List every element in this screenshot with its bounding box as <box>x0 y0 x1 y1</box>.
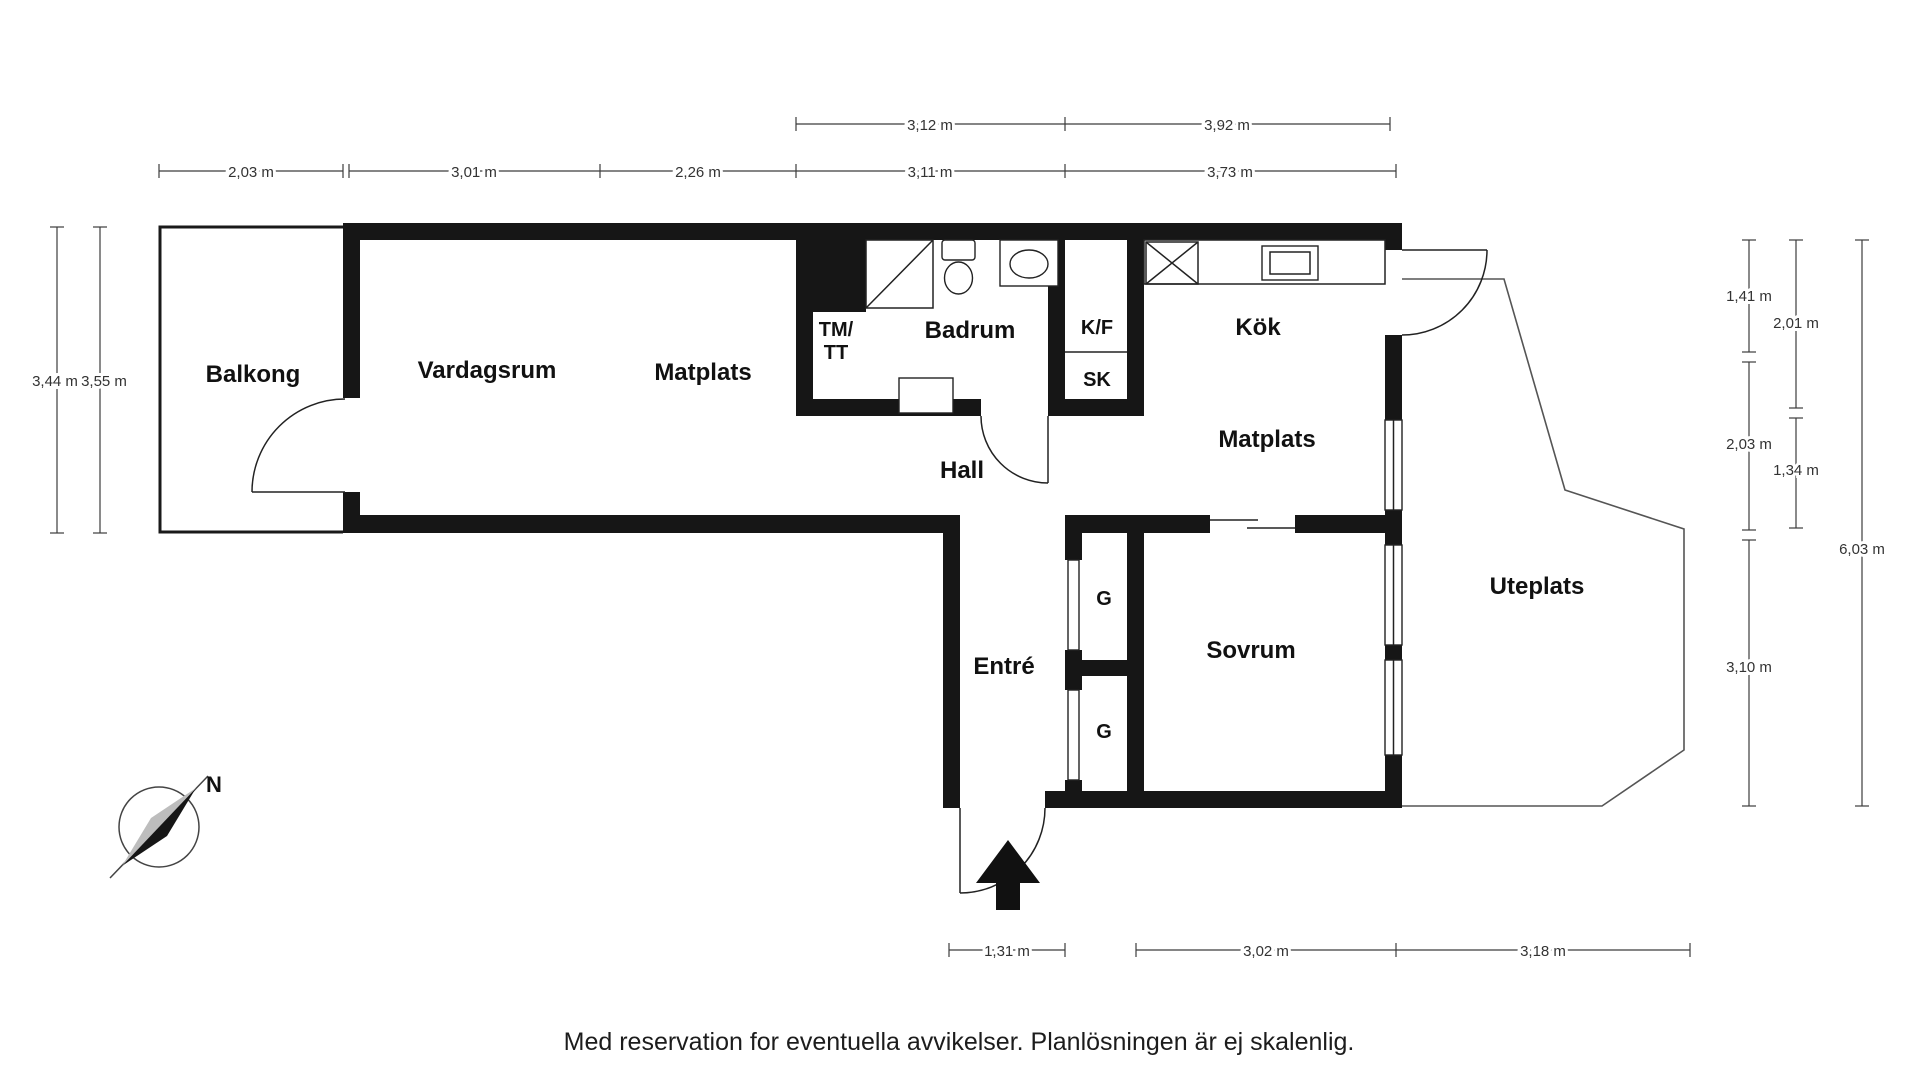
dim-label: 2,03 m <box>228 164 274 181</box>
dimensions-top-row2: 2,03 m 3,01 m 2,26 m 3,11 m 3,73 m <box>158 161 1397 184</box>
balcony-outline <box>158 225 343 534</box>
walls <box>343 223 1402 808</box>
toilet-icon <box>941 239 976 261</box>
vent-diagonal <box>1145 241 1199 285</box>
wall-segment <box>1065 515 1210 533</box>
dim-label: 3,55 m <box>81 373 127 390</box>
dimensions-bottom: 1,31 m 3,02 m 3,18 m <box>948 940 1691 963</box>
wall-segment <box>796 240 813 416</box>
wall-segment <box>1065 660 1144 676</box>
dim-label: 6,03 m <box>1839 541 1885 558</box>
wardrobe-front <box>1067 559 1080 651</box>
room-label-entre: Entré <box>973 653 1034 680</box>
dim-label: 1,31 m <box>984 943 1030 960</box>
wall-segment <box>1385 645 1402 660</box>
room-labels: Balkong Vardagsrum Matplats TM/ TT Badru… <box>206 314 1585 743</box>
door-arc <box>251 398 346 493</box>
compass-icon: N <box>109 772 222 879</box>
room-label-kok: Kök <box>1235 314 1281 341</box>
room-label-tt: TT <box>824 342 848 364</box>
wall-segment <box>943 515 960 808</box>
kitchen-counter <box>1143 239 1386 285</box>
compass-ring <box>118 786 200 868</box>
kitchen-sink-basin <box>1269 251 1311 275</box>
dim-label: 3,01 m <box>451 164 497 181</box>
balcony-railing <box>158 225 343 534</box>
dimensions-left: 3,44 m 3,55 m <box>29 226 130 534</box>
shower-diagonal <box>865 239 934 309</box>
room-label-matplats-ost: Matplats <box>1218 426 1315 453</box>
wall-segment <box>343 515 960 533</box>
bathroom-cabinet-icon <box>898 377 954 414</box>
room-label-sovrum: Sovrum <box>1206 637 1295 664</box>
room-label-vardagsrum: Vardagsrum <box>418 357 557 384</box>
room-label-garderob1: G <box>1096 588 1112 610</box>
wall-segment <box>1048 399 1144 416</box>
wall-segment <box>1295 515 1402 533</box>
room-label-balkong: Balkong <box>206 361 301 388</box>
wall-segment <box>1385 335 1402 420</box>
dim-label: 2,03 m <box>1726 436 1772 453</box>
wall-segment <box>1127 533 1144 808</box>
wall-segment <box>1127 240 1144 416</box>
room-label-garderob2: G <box>1096 721 1112 743</box>
wall-segment <box>1065 780 1082 808</box>
utility-shaft-block <box>813 240 866 312</box>
dim-label: 3,12 m <box>907 117 953 134</box>
north-label: N <box>206 772 222 797</box>
wall-segment <box>343 223 360 398</box>
wall-segment <box>343 223 1402 240</box>
wall-segment <box>1065 533 1082 560</box>
room-label-matplats-vast: Matplats <box>654 359 751 386</box>
vent-icon <box>1145 241 1199 285</box>
door-arc <box>980 415 1049 484</box>
room-label-tm: TM/ <box>819 319 854 341</box>
wall-segment <box>1385 223 1402 250</box>
compass-needle-light <box>122 788 196 866</box>
dimensions-right: 1,41 m 2,01 m 2,03 m 1,34 m 6,03 m 3,10 … <box>1723 239 1888 807</box>
toilet-bowl <box>943 261 974 295</box>
dim-label: 3,11 m <box>908 164 953 181</box>
bathroom-sink-basin <box>1009 249 1049 279</box>
room-label-kf: K/F <box>1081 317 1113 339</box>
uteplats-boundary <box>1402 278 1685 807</box>
room-label-badrum: Badrum <box>925 317 1016 344</box>
patio-outline <box>1402 278 1685 807</box>
wall-segment <box>1045 791 1402 808</box>
windows <box>1067 419 1403 781</box>
dimensions-top-row1: 3,12 m 3,92 m <box>795 114 1391 137</box>
dim-label: 3,44 m <box>32 373 78 390</box>
door-arc <box>1401 249 1488 336</box>
shower-icon <box>865 239 934 309</box>
dim-label: 3,73 m <box>1207 164 1253 181</box>
entrance-arrow <box>976 840 1040 910</box>
wardrobe-front <box>1067 689 1080 781</box>
dim-label: 2,01 m <box>1773 315 1819 332</box>
entrance-arrow-icon <box>976 840 1040 910</box>
disclaimer-text: Med reservation for eventuella avvikelse… <box>564 1028 1355 1056</box>
dim-label: 1,41 m <box>1726 288 1772 305</box>
dim-label: 3,10 m <box>1726 659 1772 676</box>
dim-label: 3,02 m <box>1243 943 1289 960</box>
room-label-sk: SK <box>1083 369 1111 391</box>
dim-label: 1,34 m <box>1773 462 1819 479</box>
dim-label: 3,18 m <box>1520 943 1566 960</box>
dim-label: 2,26 m <box>675 164 721 181</box>
fixtures <box>865 239 1386 414</box>
wall-segment <box>1385 755 1402 808</box>
room-label-hall: Hall <box>940 457 984 484</box>
dim-label: 3,92 m <box>1204 117 1250 134</box>
room-label-uteplats: Uteplats <box>1490 573 1585 600</box>
